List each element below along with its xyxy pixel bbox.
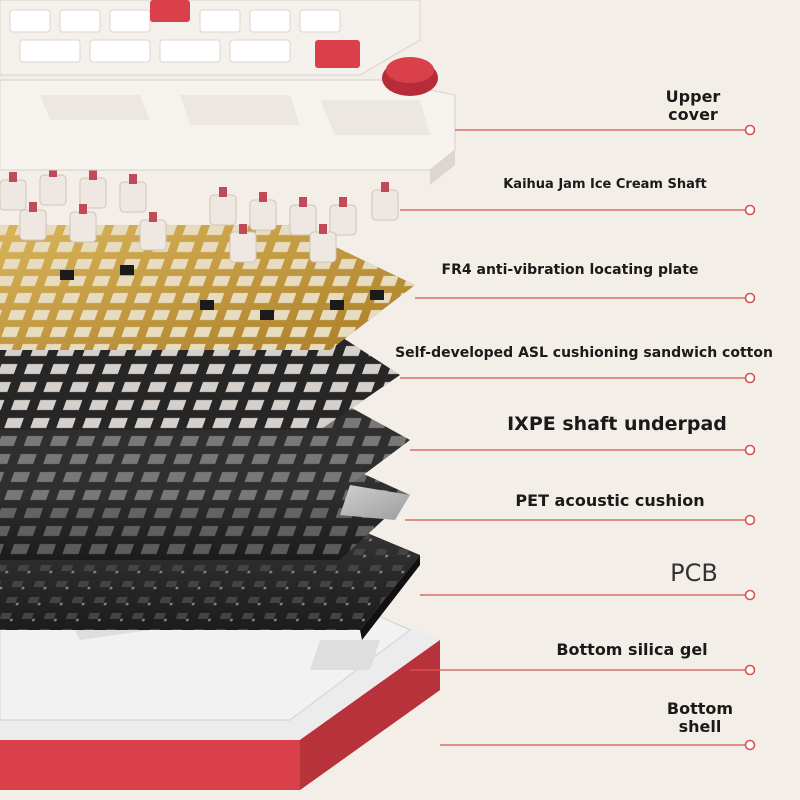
label-upper-cover: Upper cover (665, 87, 721, 125)
label-upper-cover-line2: cover (668, 105, 718, 125)
leader-lines (400, 129, 745, 746)
fr4-plate (0, 225, 415, 350)
label-plate: FR4 anti-vibration locating plate (441, 262, 699, 278)
keycaps (0, 0, 438, 96)
label-bottom-shell-line1: Bottom (666, 699, 734, 718)
label-ixpe-underpad: IXPE shaft underpad (507, 413, 727, 435)
leader-dots (744, 124, 756, 751)
switch-row (0, 167, 399, 263)
label-asl-cotton: Self-developed ASL cushioning sandwich c… (395, 345, 773, 361)
label-switch: Kaihua Jam Ice Cream Shaft (503, 177, 707, 192)
label-bottom-shell-line2: shell (678, 717, 722, 737)
upper-cover (0, 79, 456, 185)
label-upper-cover-line1: Upper (665, 87, 721, 106)
label-bottom-shell: Bottom shell (666, 699, 734, 737)
label-silica-gel: Bottom silica gel (556, 640, 708, 659)
label-pcb: PCB (670, 559, 718, 587)
label-pet-cushion: PET acoustic cushion (515, 491, 705, 510)
